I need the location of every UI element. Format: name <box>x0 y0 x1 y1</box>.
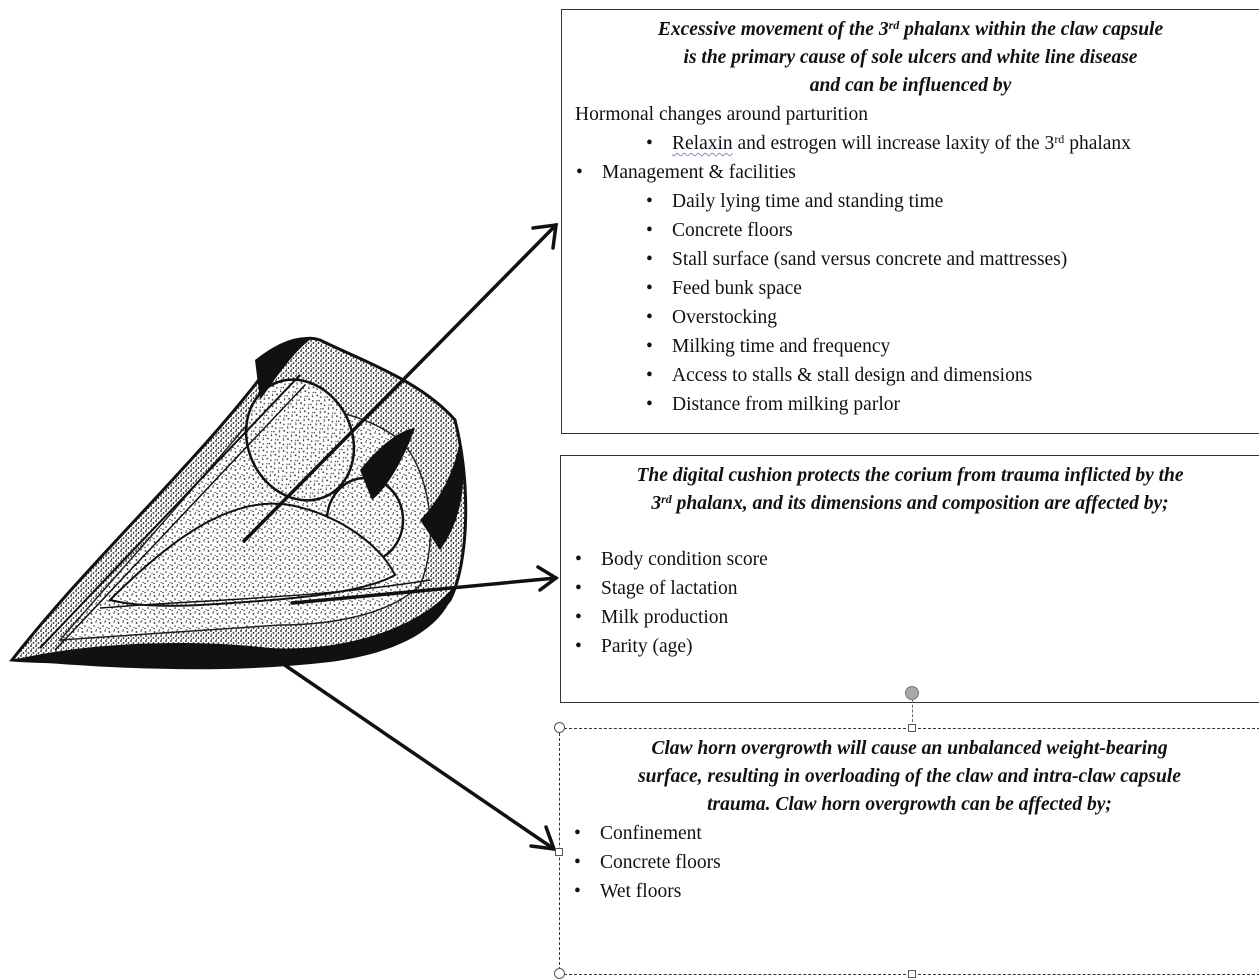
management-heading-text: Management & facilities <box>602 162 796 183</box>
phalanx-title-line3: and can be influenced by <box>810 75 1011 96</box>
overgrowth-item-text: Confinement <box>600 823 702 844</box>
overgrowth-box-title: Claw horn overgrowth will cause an unbal… <box>560 729 1259 819</box>
bullet: • <box>575 574 582 603</box>
bullet: • <box>574 877 581 906</box>
relaxin-word: Relaxin <box>672 133 733 154</box>
overgrowth-item: • Confinement <box>560 819 1259 848</box>
phalanx-title-line2: is the primary cause of sole ulcers and … <box>684 47 1138 68</box>
phalanx-movement-box: Excessive movement of the 3rd phalanx wi… <box>561 9 1259 434</box>
bullet: • <box>646 129 653 158</box>
cushion-item: • Body condition score <box>561 545 1259 574</box>
cushion-item-text: Milk production <box>601 607 728 628</box>
resize-handle-top-left[interactable] <box>554 722 565 733</box>
cushion-item-text: Stage of lactation <box>601 578 737 599</box>
overgrowth-item-text: Wet floors <box>600 881 681 902</box>
management-item-text: Concrete floors <box>672 220 793 241</box>
bullet: • <box>575 603 582 632</box>
management-heading: • Management & facilities <box>562 158 1259 187</box>
phalanx-title-line1-a: Excessive movement of the 3 <box>658 19 889 40</box>
arrow-to-overgrowth-box <box>270 655 554 849</box>
bullet: • <box>646 390 653 419</box>
rotate-handle[interactable] <box>905 686 919 700</box>
overgrowth-title-line3: trauma. Claw horn overgrowth can be affe… <box>707 794 1112 815</box>
overgrowth-item: • Wet floors <box>560 877 1259 906</box>
bullet: • <box>575 632 582 661</box>
cushion-item: • Parity (age) <box>561 632 1259 661</box>
management-item: • Concrete floors <box>562 216 1259 245</box>
cushion-title-line2-base: 3 <box>651 493 661 514</box>
bullet: • <box>575 545 582 574</box>
overgrowth-title-line1: Claw horn overgrowth will cause an unbal… <box>651 738 1167 759</box>
digital-cushion-box: The digital cushion protects the corium … <box>560 455 1259 703</box>
bullet: • <box>646 361 653 390</box>
management-item: • Milking time and frequency <box>562 332 1259 361</box>
bullet: • <box>646 216 653 245</box>
bullet: • <box>646 303 653 332</box>
bullet: • <box>646 332 653 361</box>
overgrowth-item: • Concrete floors <box>560 848 1259 877</box>
overgrowth-item-text: Concrete floors <box>600 852 721 873</box>
phalanx-title-line1-b: phalanx within the claw capsule <box>899 19 1163 40</box>
resize-handle-bottom-left[interactable] <box>554 968 565 979</box>
hormonal-item-text-b: phalanx <box>1064 133 1131 154</box>
cushion-box-title: The digital cushion protects the corium … <box>561 456 1259 518</box>
phalanx-title-sup: rd <box>889 18 900 32</box>
management-item: • Access to stalls & stall design and dim… <box>562 361 1259 390</box>
bullet: • <box>574 848 581 877</box>
phalanx-box-title: Excessive movement of the 3rd phalanx wi… <box>562 10 1259 100</box>
hormonal-item: • Relaxin and estrogen will increase laxi… <box>562 129 1259 158</box>
resize-handle-top[interactable] <box>908 724 916 732</box>
cushion-item: • Milk production <box>561 603 1259 632</box>
resize-handle-bottom[interactable] <box>908 970 916 978</box>
cushion-item-text: Body condition score <box>601 549 768 570</box>
bullet: • <box>574 819 581 848</box>
cushion-item: • Stage of lactation <box>561 574 1259 603</box>
management-item-text: Daily lying time and standing time <box>672 191 943 212</box>
management-item-text: Milking time and frequency <box>672 336 890 357</box>
management-item-text: Access to stalls & stall design and dime… <box>672 365 1032 386</box>
bullet: • <box>646 187 653 216</box>
management-item: • Overstocking <box>562 303 1259 332</box>
bullet: • <box>646 245 653 274</box>
management-item: • Distance from milking parlor <box>562 390 1259 419</box>
management-item-text: Stall surface (sand versus concrete and … <box>672 249 1067 270</box>
management-item-text: Distance from milking parlor <box>672 394 900 415</box>
cushion-title-line1: The digital cushion protects the corium … <box>636 465 1183 486</box>
cushion-factor-list: • Body condition score • Stage of lactatio… <box>561 545 1259 661</box>
hormonal-item-sup: rd <box>1054 132 1064 146</box>
overgrowth-title-line2: surface, resulting in overloading of the… <box>638 766 1181 787</box>
rotate-handle-stem <box>912 700 913 722</box>
management-item: • Daily lying time and standing time <box>562 187 1259 216</box>
cushion-title-line2: phalanx, and its dimensions and composit… <box>672 493 1169 514</box>
cushion-title-sup: rd <box>661 492 672 506</box>
hormonal-item-text-a: and estrogen will increase laxity of the… <box>733 133 1055 154</box>
management-item: • Feed bunk space <box>562 274 1259 303</box>
resize-handle-left[interactable] <box>555 848 563 856</box>
claw-overgrowth-box[interactable]: Claw horn overgrowth will cause an unbal… <box>559 728 1259 975</box>
management-item: • Stall surface (sand versus concrete and… <box>562 245 1259 274</box>
management-item-text: Overstocking <box>672 307 777 328</box>
hormonal-heading: Hormonal changes around parturition <box>562 100 1259 129</box>
cushion-item-text: Parity (age) <box>601 636 693 657</box>
management-item-text: Feed bunk space <box>672 278 802 299</box>
bullet: • <box>576 158 583 187</box>
bullet: • <box>646 274 653 303</box>
